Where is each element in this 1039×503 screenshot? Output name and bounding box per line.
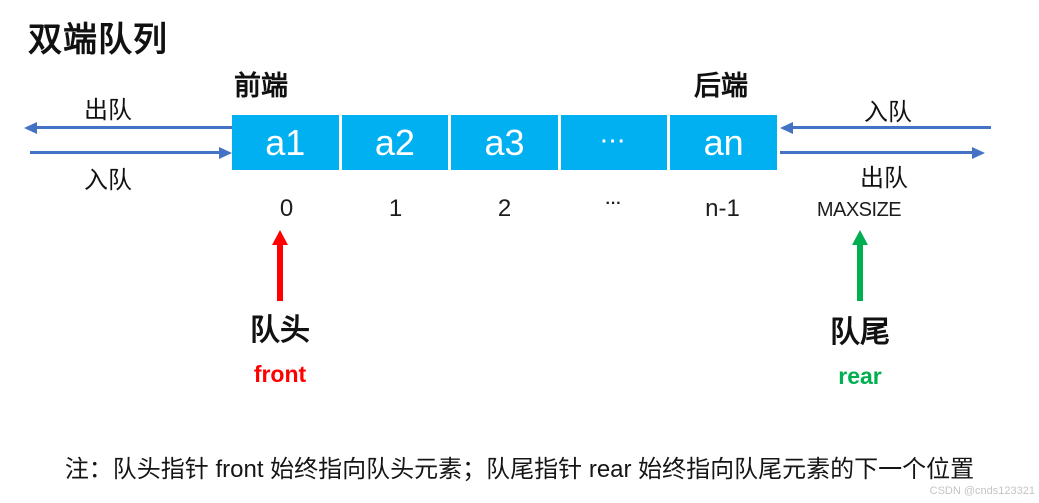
left-enqueue-arrow-line [30,151,221,154]
index-n-1: n-1 [705,195,740,222]
left-enqueue-label: 入队 [84,167,132,194]
maxsize-label: MAXSIZE [816,199,902,221]
left-dequeue-arrowhead-icon [24,121,37,134]
right-enqueue-label: 入队 [864,99,912,126]
back-end-label: 后端 [694,71,748,101]
index-0: 0 [279,195,294,222]
right-enqueue-arrow-line [791,126,991,129]
queue-cell-a1: a1 [232,115,339,170]
footnote: 注：队头指针 front 始终指向队头元素；队尾指针 rear 始终指向队尾元素… [64,456,975,483]
front-pointer-name: front [253,361,307,387]
index-2: 2 [497,195,512,222]
page-title: 双端队列 [28,21,168,59]
right-enqueue-arrowhead-icon [780,121,793,134]
front-pointer-label: 队头 [250,314,310,347]
rear-pointer-arrowhead-icon [852,230,868,245]
queue-cell-an: an [670,115,777,170]
front-pointer-arrow-shaft [277,244,283,301]
index-ellipsis: ··· [605,195,622,212]
left-dequeue-arrow-line [35,126,232,129]
queue-cell-a3: a3 [451,115,558,170]
rear-pointer-arrow-shaft [857,244,863,301]
right-dequeue-arrow-line [780,151,974,154]
front-pointer-arrowhead-icon [272,230,288,245]
queue-cell-ellipsis: ··· [560,115,668,170]
right-dequeue-label: 出队 [860,165,908,192]
index-row: 0 1 2 ··· n-1 [232,195,777,223]
rear-pointer-name: rear [838,363,882,389]
watermark: CSDN @cnds123321 [929,485,1035,497]
rear-pointer-label: 队尾 [830,316,890,349]
queue-array: a1 a2 a3 ··· an [232,115,777,170]
index-1: 1 [388,195,403,222]
left-dequeue-label: 出队 [84,97,132,124]
queue-cell-a2: a2 [341,115,449,170]
front-end-label: 前端 [234,71,288,101]
right-dequeue-arrowhead-icon [972,146,985,159]
left-enqueue-arrowhead-icon [219,146,232,159]
